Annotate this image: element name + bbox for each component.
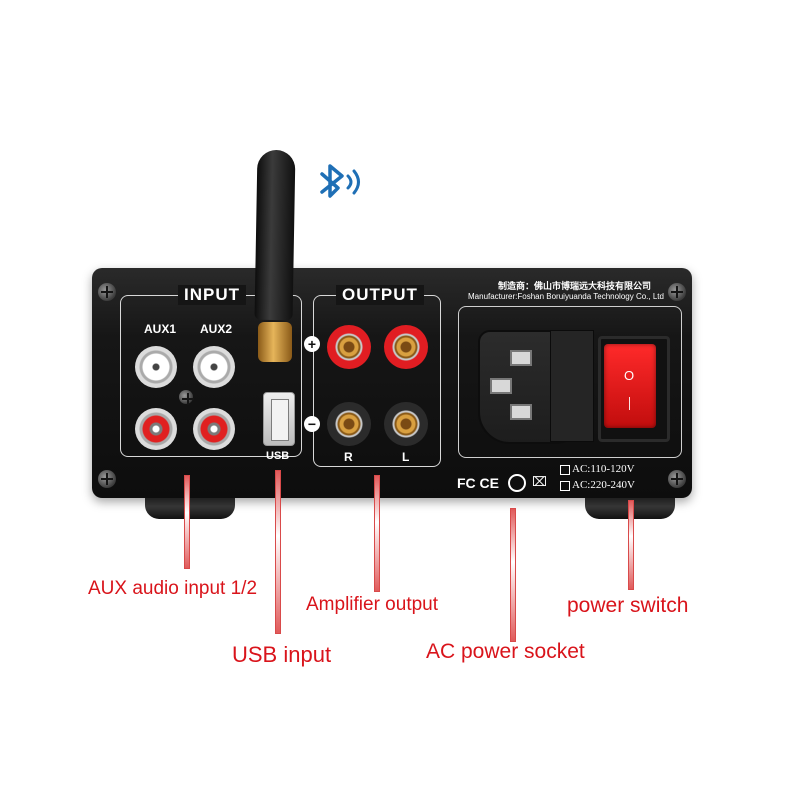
aux-input-callout: AUX audio input 1/2 bbox=[88, 578, 258, 599]
left-positive-post[interactable] bbox=[384, 325, 428, 369]
socket-pin-top bbox=[510, 350, 532, 366]
usb-port-inner bbox=[271, 399, 289, 441]
voltage-checkbox-2 bbox=[560, 481, 570, 491]
ac-pointer-line bbox=[510, 508, 516, 642]
antenna-connector bbox=[258, 322, 292, 362]
voltage-checkbox-1 bbox=[560, 465, 570, 475]
input-center-screw bbox=[179, 390, 194, 405]
power-switch-callout: power switch bbox=[567, 594, 689, 617]
switch-pointer-line bbox=[628, 500, 634, 590]
minus-sign: − bbox=[304, 416, 320, 432]
switch-off-symbol: — bbox=[623, 397, 638, 410]
certification-marks: FC CE bbox=[457, 475, 499, 491]
socket-pin-left bbox=[490, 378, 512, 394]
output-pointer-line bbox=[374, 475, 380, 592]
aux1-white-jack[interactable] bbox=[135, 346, 177, 388]
screw-top-left bbox=[98, 283, 116, 301]
recycle-bin-icon: ⌧ bbox=[532, 474, 547, 489]
power-switch[interactable] bbox=[604, 344, 656, 428]
usb-pointer-line bbox=[275, 470, 281, 634]
bluetooth-icon bbox=[320, 164, 360, 198]
manufacturer-cn: 制造商：佛山市博瑞远大科技有限公司 bbox=[498, 281, 652, 291]
usb-port[interactable] bbox=[263, 392, 295, 446]
aux2-label: AUX2 bbox=[200, 322, 233, 336]
aux2-white-jack[interactable] bbox=[193, 346, 235, 388]
screw-bottom-left bbox=[98, 470, 116, 488]
right-channel-label: R bbox=[344, 450, 353, 464]
screw-top-right bbox=[668, 283, 686, 301]
fuse-holder[interactable] bbox=[550, 330, 594, 442]
power-frame bbox=[458, 306, 682, 458]
input-title: INPUT bbox=[178, 285, 246, 305]
socket-pin-bottom bbox=[510, 404, 532, 420]
aux-pointer-line bbox=[184, 475, 190, 569]
left-channel-label: L bbox=[402, 450, 410, 464]
screw-bottom-right bbox=[668, 470, 686, 488]
aux2-red-jack[interactable] bbox=[193, 408, 235, 450]
antenna[interactable] bbox=[254, 149, 296, 321]
right-positive-post[interactable] bbox=[327, 325, 371, 369]
amplifier-output-callout: Amplifier output bbox=[306, 594, 439, 615]
aux1-label: AUX1 bbox=[144, 322, 177, 336]
output-title: OUTPUT bbox=[336, 285, 424, 305]
manufacturer-en: Manufacturer:Foshan Boruiyuanda Technolo… bbox=[468, 292, 664, 301]
left-negative-post[interactable] bbox=[384, 402, 428, 446]
plus-sign: + bbox=[304, 336, 320, 352]
right-negative-post[interactable] bbox=[327, 402, 371, 446]
ac-power-socket-callout: AC power socket bbox=[426, 640, 585, 663]
usb-input-callout: USB input bbox=[232, 642, 332, 667]
usb-label: USB bbox=[266, 450, 290, 462]
voltage-option-1: AC:110-120V bbox=[572, 463, 635, 475]
output-frame bbox=[313, 295, 441, 467]
aux1-red-jack[interactable] bbox=[135, 408, 177, 450]
safety-mark-icon bbox=[508, 474, 526, 492]
voltage-option-2: AC:220-240V bbox=[572, 479, 635, 491]
switch-on-symbol: O bbox=[624, 368, 635, 383]
